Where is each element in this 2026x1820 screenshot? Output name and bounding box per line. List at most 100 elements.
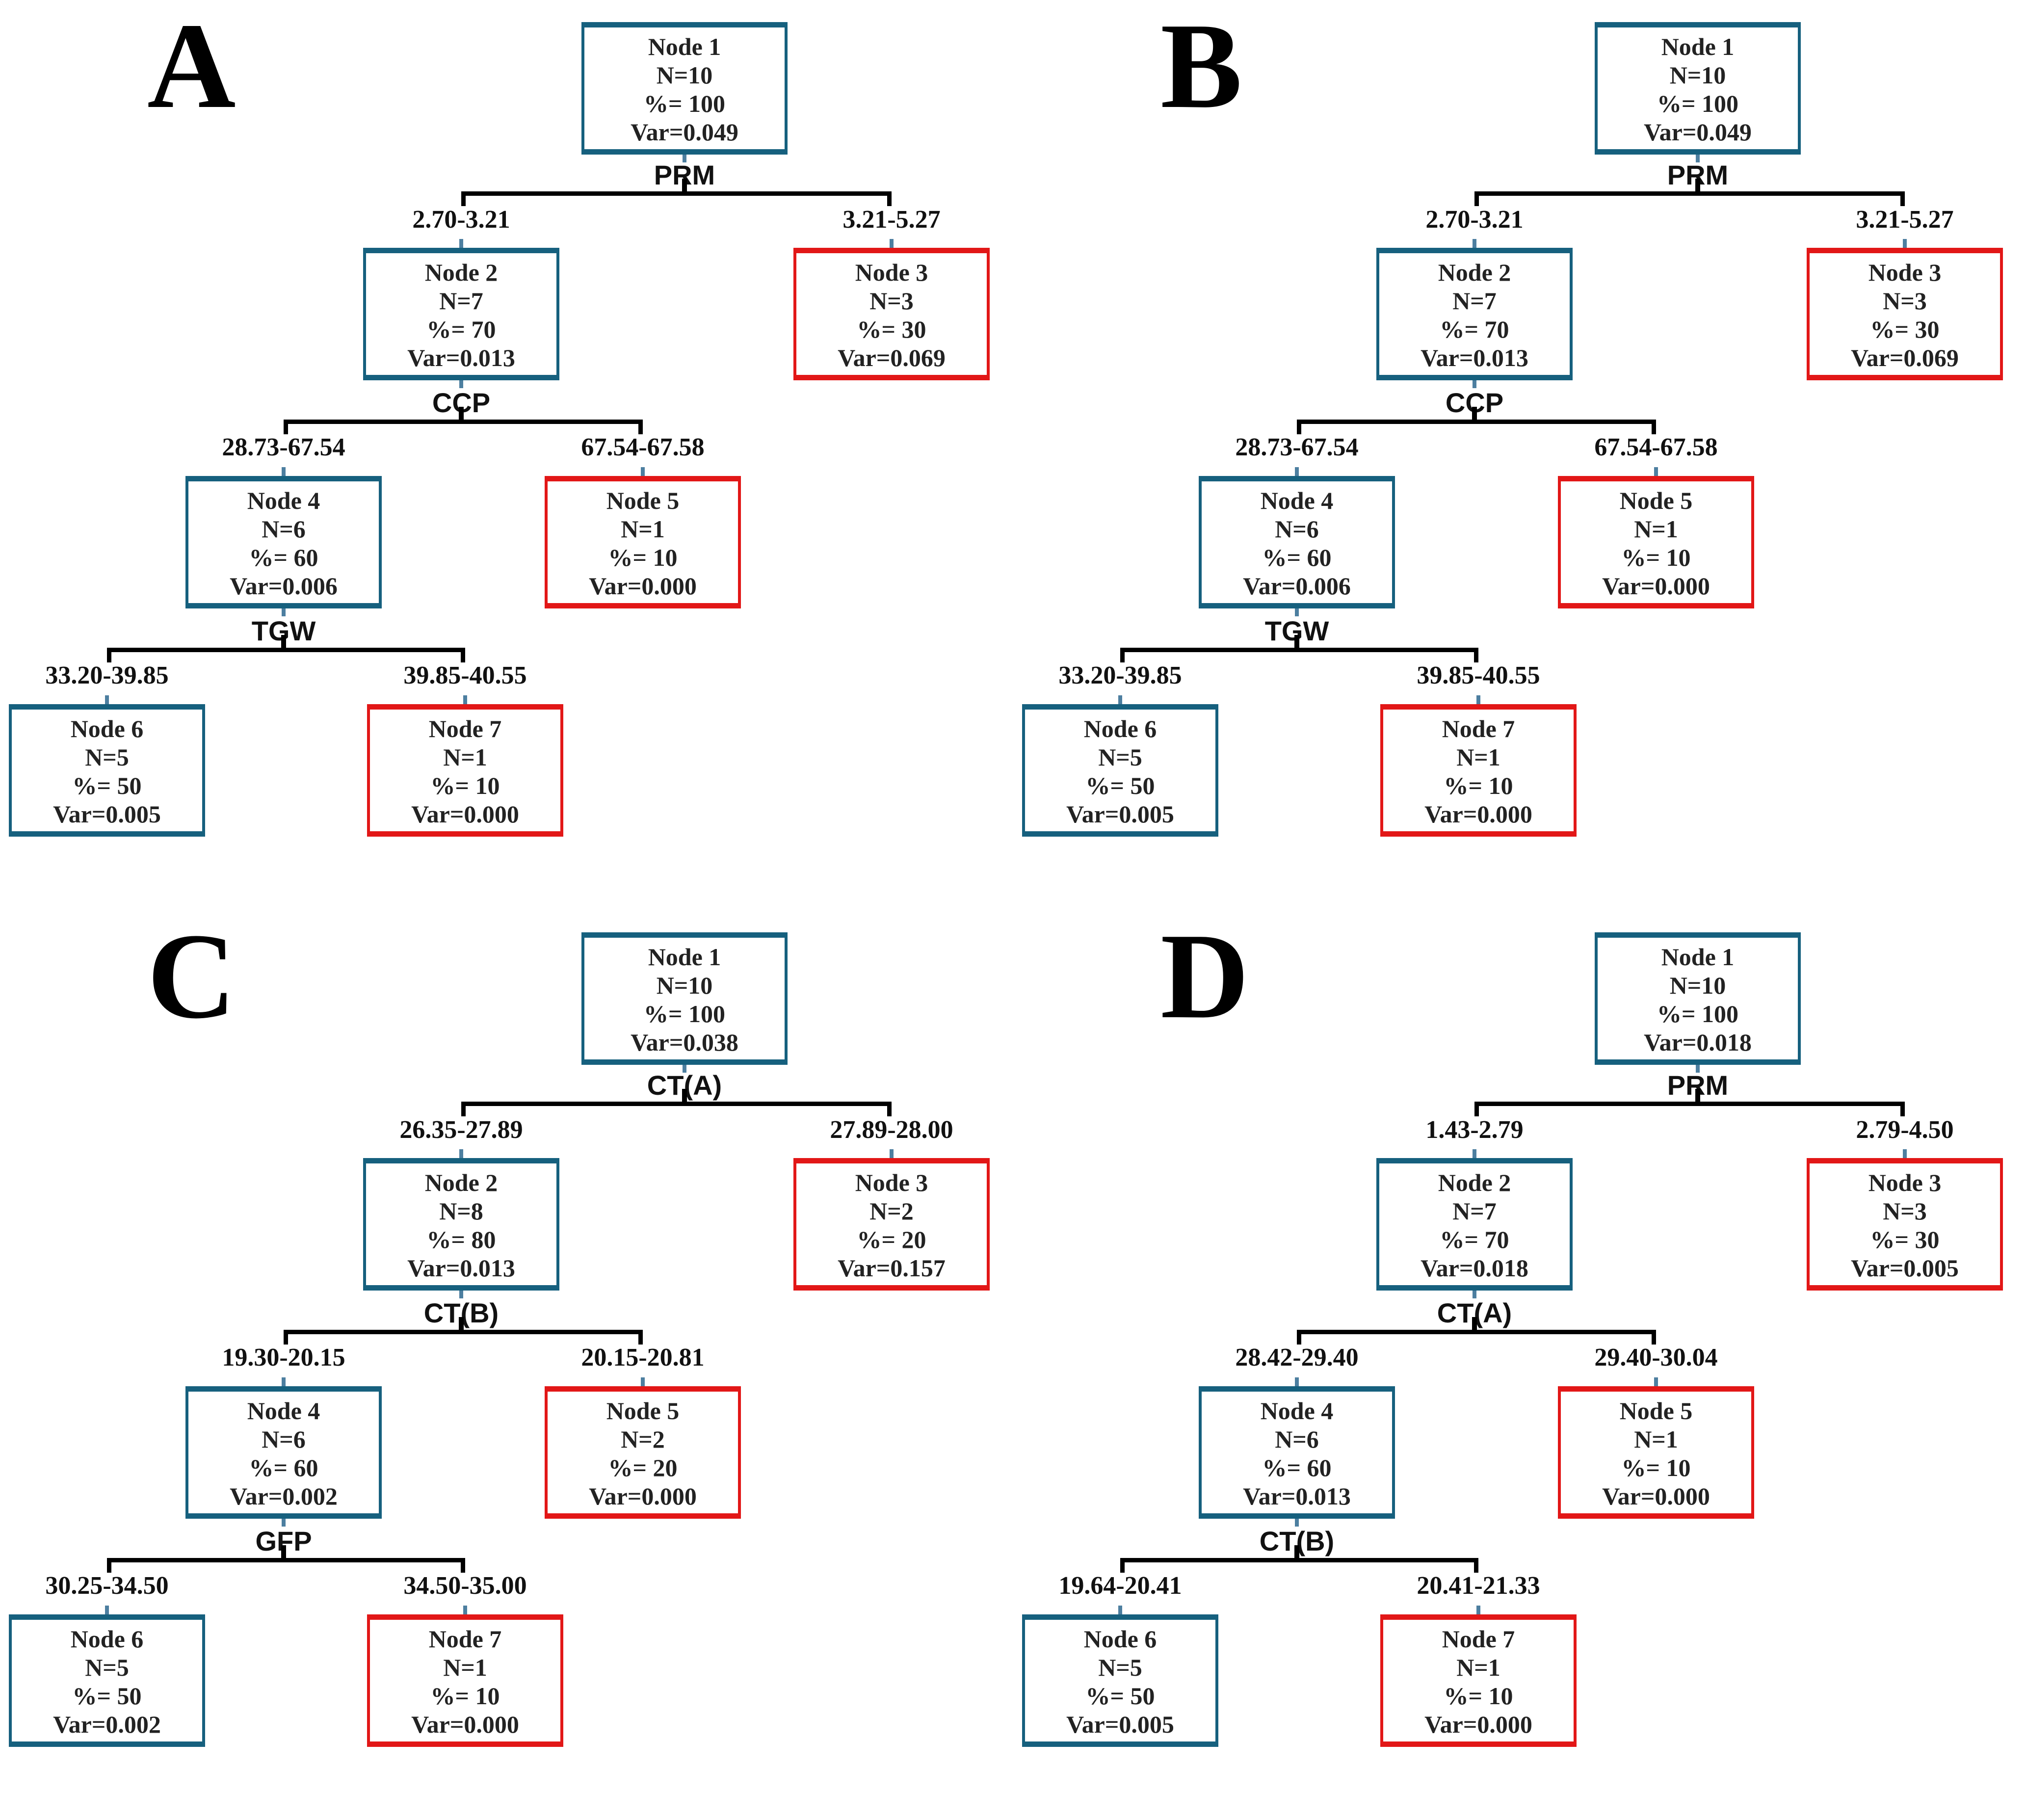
node-text-line: Var=0.002 bbox=[53, 1711, 161, 1738]
node-text-line: Node 2 bbox=[424, 1169, 498, 1196]
node-text-line: N=8 bbox=[439, 1197, 483, 1225]
branch-range-label: 39.85-40.55 bbox=[1417, 661, 1540, 689]
node-text-line: Var=0.013 bbox=[1243, 1482, 1351, 1510]
node-text-line: Node 3 bbox=[855, 259, 928, 286]
connector-cap bbox=[638, 1330, 643, 1345]
connector-cap bbox=[887, 191, 892, 206]
branch-range-label: 2.70-3.21 bbox=[412, 206, 510, 234]
node-text-line: Node 4 bbox=[1260, 1397, 1334, 1424]
branch-range-label: 27.89-28.00 bbox=[830, 1116, 953, 1144]
connector-tick bbox=[1696, 1065, 1700, 1073]
connector-tick bbox=[1903, 1149, 1907, 1158]
branch-range-label: 28.42-29.40 bbox=[1235, 1344, 1359, 1372]
node-text-line: %= 60 bbox=[1262, 1454, 1332, 1481]
branch-range-label: 2.79-4.50 bbox=[1856, 1116, 1954, 1144]
branch-range-label: 34.50-35.00 bbox=[403, 1572, 527, 1600]
node-text-line: Var=0.002 bbox=[230, 1482, 338, 1510]
branch-range-label: 19.30-20.15 bbox=[222, 1344, 345, 1372]
node-text-line: Node 5 bbox=[606, 1397, 680, 1424]
connector-stub bbox=[1695, 1089, 1700, 1102]
branch-range-label: 39.85-40.55 bbox=[403, 661, 527, 689]
node-text-line: Var=0.000 bbox=[1424, 800, 1532, 828]
panel-label: A bbox=[147, 0, 236, 134]
node-text-line: %= 10 bbox=[1621, 544, 1691, 571]
node-text-line: Var=0.049 bbox=[631, 118, 738, 146]
node-text-line: N=1 bbox=[1456, 743, 1500, 771]
connector-bar bbox=[461, 1102, 892, 1106]
node-text-line: Node 4 bbox=[247, 487, 320, 514]
node-text-line: Var=0.038 bbox=[631, 1029, 738, 1056]
node-text-line: Node 6 bbox=[1083, 715, 1157, 742]
connector-bar bbox=[1297, 1330, 1656, 1334]
node-text-line: N=5 bbox=[1098, 743, 1142, 771]
node-text-line: Var=0.013 bbox=[407, 1254, 515, 1282]
branch-range-label: 30.25-34.50 bbox=[45, 1572, 169, 1600]
node-text-line: Var=0.049 bbox=[1644, 118, 1752, 146]
connector-bar bbox=[1120, 1558, 1478, 1562]
branch-range-label: 67.54-67.58 bbox=[1594, 433, 1718, 461]
node-text-line: %= 60 bbox=[1262, 544, 1332, 571]
node-text-line: %= 30 bbox=[1870, 316, 1940, 343]
node-text-line: Node 1 bbox=[1661, 33, 1735, 60]
panel-label: C bbox=[147, 908, 236, 1044]
node-text-line: Node 5 bbox=[1619, 1397, 1693, 1424]
node-text-line: N=7 bbox=[1452, 287, 1497, 315]
branch-range-label: 33.20-39.85 bbox=[1058, 661, 1182, 689]
connector-tick bbox=[1476, 1606, 1480, 1614]
connector-tick bbox=[641, 1377, 645, 1386]
node-text-line: N=3 bbox=[869, 287, 914, 315]
connector-tick bbox=[1295, 1519, 1299, 1527]
node-text-line: Node 7 bbox=[1442, 715, 1515, 742]
node-text-line: Var=0.157 bbox=[838, 1254, 946, 1282]
connector-stub bbox=[682, 179, 687, 191]
connector-tick bbox=[1654, 467, 1658, 476]
connector-stub bbox=[682, 1089, 687, 1102]
node-text-line: N=5 bbox=[85, 1654, 129, 1681]
connector-tick bbox=[1118, 695, 1122, 704]
node-text-line: N=1 bbox=[443, 743, 487, 771]
connector-cap bbox=[1900, 1102, 1905, 1116]
node-text-line: Var=0.005 bbox=[1851, 1254, 1959, 1282]
connector-tick bbox=[683, 155, 686, 162]
connector-tick bbox=[683, 1065, 686, 1073]
node-text-line: N=10 bbox=[1669, 61, 1726, 89]
connector-cap bbox=[1120, 1558, 1125, 1573]
branch-range-label: 29.40-30.04 bbox=[1594, 1344, 1718, 1372]
connector-tick bbox=[459, 239, 463, 248]
connector-tick bbox=[1476, 695, 1480, 704]
node-text-line: %= 20 bbox=[608, 1454, 678, 1481]
node-text-line: %= 50 bbox=[72, 1682, 142, 1710]
node-text-line: Var=0.069 bbox=[1851, 344, 1959, 371]
connector-cap bbox=[1652, 1330, 1656, 1345]
node-text-line: N=1 bbox=[443, 1654, 487, 1681]
node-text-line: %= 100 bbox=[1657, 90, 1738, 117]
connector-cap bbox=[1120, 648, 1125, 662]
connector-stub bbox=[281, 635, 286, 648]
connector-tick bbox=[1295, 1377, 1299, 1386]
connector-cap bbox=[1474, 648, 1478, 662]
connector-cap bbox=[107, 648, 111, 662]
connector-tick bbox=[1473, 1149, 1476, 1158]
connector-tick bbox=[1903, 239, 1907, 248]
node-text-line: Var=0.013 bbox=[407, 344, 515, 371]
node-text-line: N=2 bbox=[869, 1197, 914, 1225]
node-text-line: Node 6 bbox=[70, 715, 144, 742]
connector-tick bbox=[459, 380, 463, 388]
node-text-line: %= 10 bbox=[430, 772, 500, 799]
node-text-line: %= 10 bbox=[608, 544, 678, 571]
node-text-line: Node 6 bbox=[70, 1625, 144, 1653]
connector-tick bbox=[1295, 608, 1299, 616]
node-text-line: Node 1 bbox=[648, 943, 721, 971]
